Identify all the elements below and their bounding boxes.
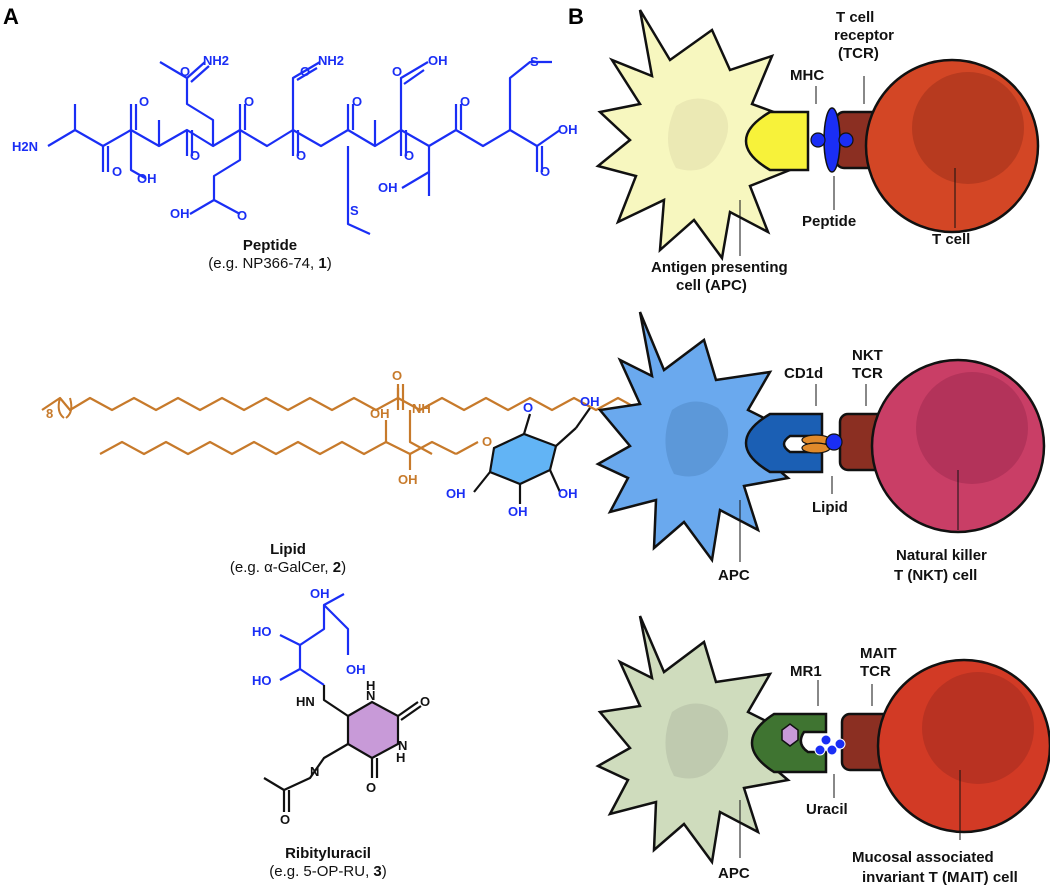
atom-label: OH: [170, 206, 190, 221]
atom-label: O: [244, 94, 254, 109]
peptide-title: Peptide: [243, 237, 297, 254]
uracil-ligand: [781, 723, 799, 747]
atom-label: S: [350, 203, 359, 218]
atom-label: O: [112, 164, 122, 179]
label-apc-line2: cell (APC): [676, 277, 747, 294]
t-cell-nucleus: [912, 72, 1024, 184]
atom-label: OH: [310, 586, 330, 601]
atom-label: O: [300, 64, 310, 79]
atom-label: O: [352, 94, 362, 109]
atom-label: N: [310, 764, 319, 779]
ribityluracil-title: Ribityluracil: [285, 845, 371, 862]
label-apc-2: APC: [718, 567, 750, 584]
atom-label: OH: [428, 53, 448, 68]
lipid-acyl-chain: [41, 396, 723, 412]
atom-label: H2N: [12, 139, 38, 154]
apc-nucleus-1: [668, 98, 729, 171]
atom-label: O: [366, 780, 376, 795]
atom-label: OH: [446, 486, 466, 501]
label-mait-tcr-line1: MAIT: [860, 645, 897, 662]
apc-nucleus-2: [665, 401, 729, 477]
label-apc-3: APC: [718, 865, 750, 882]
atom-label: NH: [412, 401, 431, 416]
galactose-ring: [488, 432, 558, 486]
label-mait-cell-line2: invariant T (MAIT) cell: [862, 869, 1018, 886]
atom-label: O: [392, 64, 402, 79]
label-nkt-tcr-line1: NKT: [852, 347, 883, 364]
mait-cell-nucleus: [922, 672, 1034, 784]
atom-label: N: [366, 688, 375, 703]
label-mait-tcr-line2: TCR: [860, 663, 891, 680]
lipid-example: (e.g. α-GalCer, 2): [230, 559, 346, 576]
ribityluracil-example: (e.g. 5-OP-RU, 3): [269, 863, 387, 880]
ribityl-chain: [298, 603, 350, 686]
label-tcr-line3: (TCR): [838, 45, 879, 62]
label-cd1d: CD1d: [784, 365, 823, 382]
mhc-diagram: MHC T cell receptor (TCR) Peptide T cell…: [595, 9, 1040, 294]
atom-label: O: [280, 812, 290, 827]
lipid-sphingoid-chain: [99, 440, 457, 456]
atom-label: NH2: [203, 53, 229, 68]
lipid-title: Lipid: [270, 541, 306, 558]
label-nkt-cell-line2: T (NKT) cell: [894, 567, 977, 584]
atom-label: OH: [508, 504, 528, 519]
cd1d-diagram: CD1d NKT TCR Lipid APC Natural killer T …: [595, 311, 1046, 584]
nkt-cell-nucleus: [916, 372, 1028, 484]
atom-label: OH: [370, 406, 390, 421]
atom-label: OH: [580, 394, 600, 409]
panel-label-b: B: [568, 4, 584, 29]
atom-label: HN: [296, 694, 315, 709]
atom-label: O: [190, 148, 200, 163]
atom-label: HO: [252, 673, 272, 688]
atom-label: O: [180, 64, 190, 79]
ribityluracil-structure: OH HO HO OH HN N H O N H O N O: [252, 586, 430, 827]
atom-label: S: [530, 54, 539, 69]
mhc-molecule: [744, 110, 810, 172]
atom-label: O: [139, 94, 149, 109]
peptide-structure: H2N O O OH O O NH2 OH O O O O NH2 O S O …: [12, 53, 578, 236]
label-t-cell: T cell: [932, 231, 970, 248]
atom-label: O: [420, 694, 430, 709]
atom-label: OH: [346, 662, 366, 677]
label-uracil: Uracil: [806, 801, 848, 818]
atom-label: OH: [398, 472, 418, 487]
atom-label: OH: [558, 122, 578, 137]
atom-label: H: [396, 750, 405, 765]
label-tcr-line1: T cell: [836, 9, 874, 26]
peptide-example: (e.g. NP366-74, 1): [208, 255, 331, 272]
label-apc-line1: Antigen presenting: [651, 259, 788, 276]
atom-label: O: [540, 164, 550, 179]
label-mhc: MHC: [790, 67, 824, 84]
atom-label: N: [398, 738, 407, 753]
atom-label: O: [296, 148, 306, 163]
atom-label: OH: [378, 180, 398, 195]
atom-label: O: [404, 148, 414, 163]
atom-label: O: [460, 94, 470, 109]
apc-nucleus-3: [665, 703, 729, 779]
atom-label: HO: [252, 624, 272, 639]
atom-label: 8: [46, 406, 53, 421]
peptide-ligand: [823, 107, 841, 173]
label-nkt-cell-line1: Natural killer: [896, 547, 987, 564]
label-peptide: Peptide: [802, 213, 856, 230]
label-lipid: Lipid: [812, 499, 848, 516]
atom-label: OH: [137, 171, 157, 186]
label-mait-cell-line1: Mucosal associated: [852, 849, 994, 866]
atom-label: OH: [558, 486, 578, 501]
atom-label: O: [237, 208, 247, 223]
atom-label: H: [366, 678, 375, 693]
atom-label: O: [523, 400, 533, 415]
cd1d-molecule: [744, 412, 824, 474]
mr1-diagram: MR1 MAIT TCR Uracil APC Mucosal associat…: [595, 615, 1050, 886]
panel-label-a: A: [3, 4, 19, 29]
label-nkt-tcr-line2: TCR: [852, 365, 883, 382]
uracil-ring: [346, 700, 400, 760]
label-mr1: MR1: [790, 663, 822, 680]
label-tcr-line2: receptor: [834, 27, 894, 44]
atom-label: O: [482, 434, 492, 449]
atom-label: NH2: [318, 53, 344, 68]
atom-label: O: [392, 368, 402, 383]
lipid-structure: O NH OH OH O 8 O OH OH OH OH: [41, 368, 723, 519]
